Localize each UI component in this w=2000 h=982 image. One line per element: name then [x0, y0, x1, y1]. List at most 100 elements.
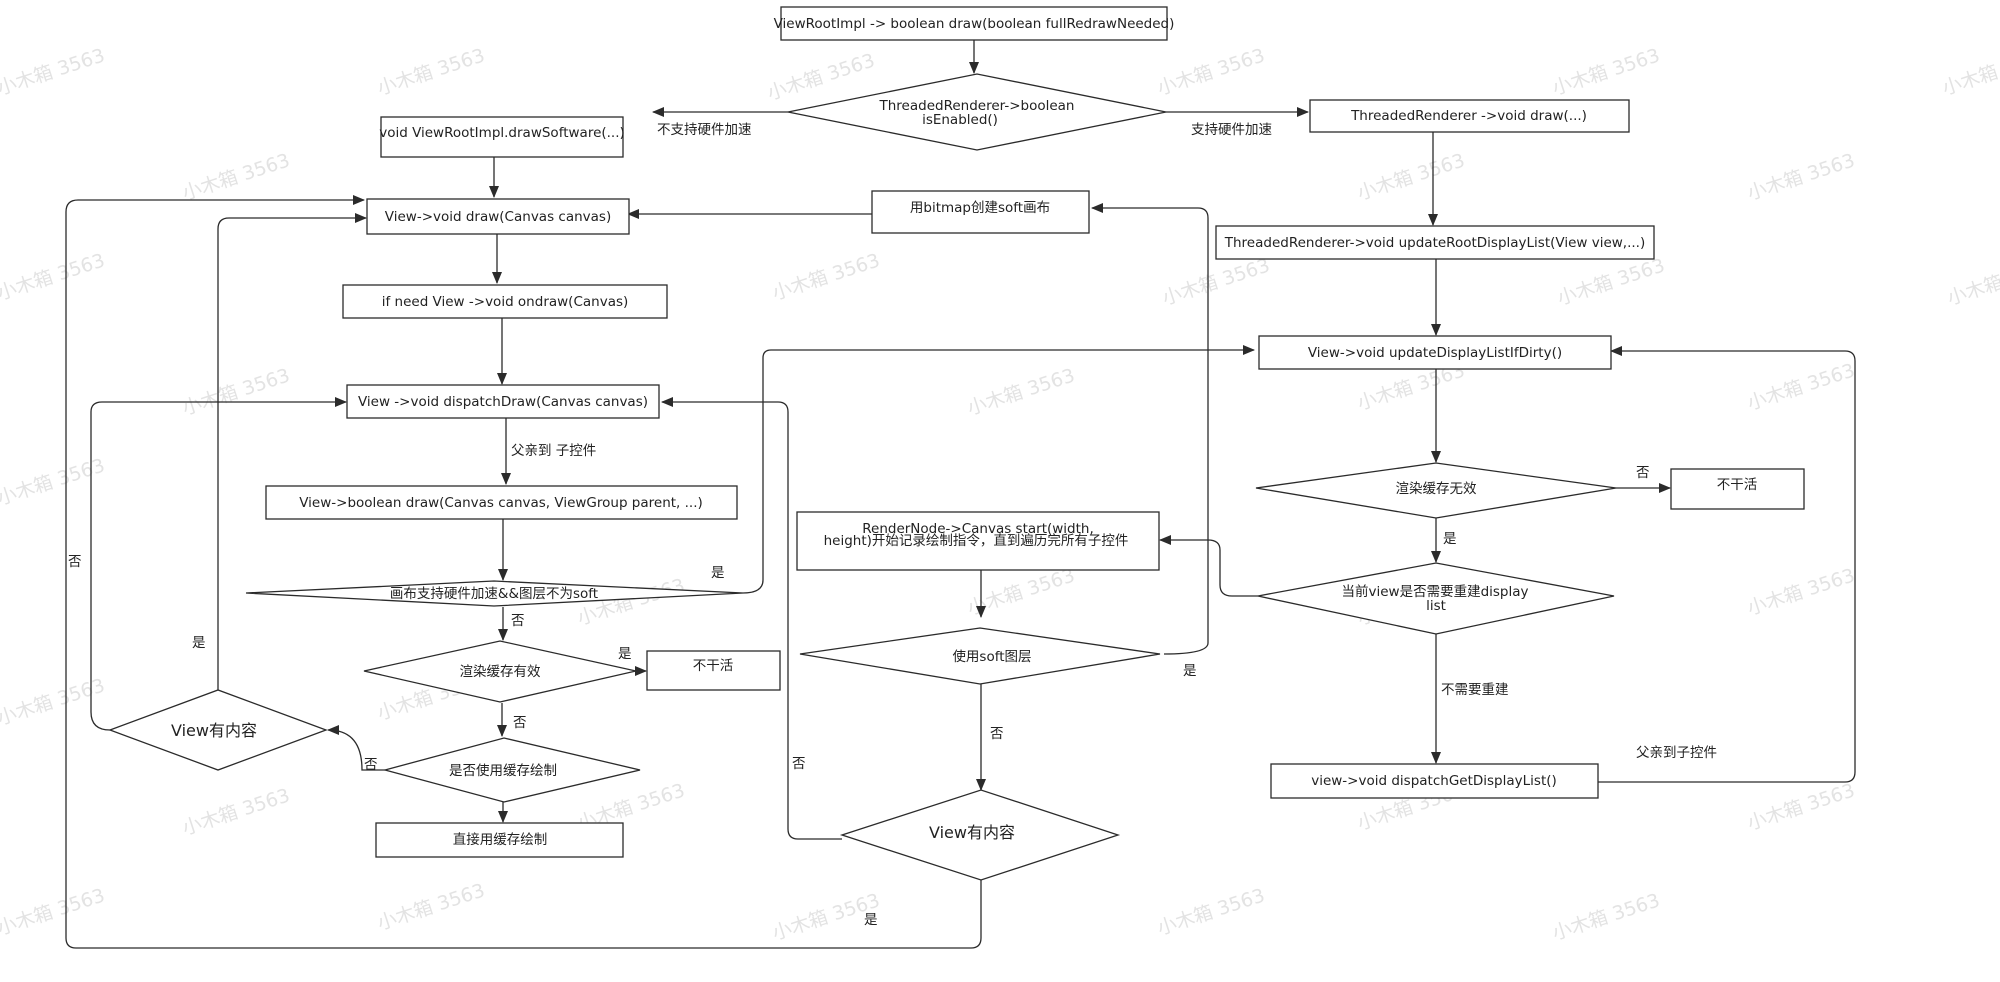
edge-label-parent-child-2: 父亲到子控件 — [1636, 745, 1717, 761]
node-direct-cache: 直接用缓存绘制 — [375, 822, 624, 858]
watermark: 小木箱 3563 — [1550, 44, 1663, 99]
node-dispatch-draw-label: View ->void dispatchDraw(Canvas canvas) — [358, 394, 648, 410]
node-dispatch-get: view->void dispatchGetDisplayList() — [1270, 763, 1599, 799]
node-canvas-hw: 画布支持硬件加速&&图层不为soft — [245, 580, 744, 607]
node-tr-enabled-label-2: isEnabled() — [922, 112, 998, 128]
watermark: 小木箱 3563 — [1945, 254, 2000, 309]
node-draw-software: void ViewRootImpl.drawSoftware(...) — [379, 116, 625, 158]
node-use-soft-label: 使用soft图层 — [952, 648, 1031, 665]
edge-content2-yes-to-viewdraw — [65, 195, 982, 949]
node-dispatch-get-box — [1270, 763, 1599, 799]
node-no-work-2-box — [1670, 468, 1805, 510]
node-tr-draw: ThreadedRenderer ->void draw(...) — [1309, 99, 1630, 133]
watermark: 小木箱 3563 — [1355, 149, 1468, 204]
edge-label-no-rebuild: 不需要重建 — [1441, 682, 1509, 698]
node-view-draw: View->void draw(Canvas canvas) — [366, 198, 630, 235]
node-no-work-1: 不干活 — [646, 650, 781, 691]
edge-label-no-hw: 不支持硬件加速 — [657, 122, 752, 138]
watermark: 小木箱 3563 — [1745, 359, 1858, 414]
node-view-content-2: View有内容 — [839, 789, 1121, 881]
edge-label-cache-valid-no: 否 — [513, 715, 527, 731]
node-update-dirty-label: View->void updateDisplayListIfDirty() — [1308, 345, 1562, 361]
edge-content-no-to-dispatch — [90, 397, 347, 731]
edge-label-hw-yes: 是 — [711, 565, 725, 581]
node-use-soft: 使用soft图层 — [799, 627, 1161, 685]
node-view-draw-label: View->void draw(Canvas canvas) — [385, 209, 611, 225]
node-draw-software-label: void ViewRootImpl.drawSoftware(...) — [379, 125, 625, 141]
edge-label-parent-child-1: 父亲到 子控件 — [511, 443, 596, 459]
node-render-start-label-2: height)开始记录绘制指令，直到遍历完所有子控件 — [824, 533, 1129, 549]
node-update-dirty: View->void updateDisplayListIfDirty() — [1258, 335, 1612, 370]
node-use-soft-diamond — [799, 627, 1161, 685]
node-no-work-2-label: 不干活 — [1717, 477, 1758, 493]
node-vri-draw: ViewRootImpl -> boolean draw(boolean ful… — [774, 6, 1174, 41]
node-ondraw-box — [342, 284, 668, 319]
node-no-work-1-label: 不干活 — [693, 658, 734, 674]
watermark: 小木箱 3563 — [0, 249, 107, 304]
node-bitmap-canvas: 用bitmap创建soft画布 — [871, 190, 1090, 234]
node-view-content-2-diamond — [839, 789, 1121, 881]
watermark: 小木箱 3563 — [180, 149, 293, 204]
node-cache-invalid: 渲染缓存无效 — [1255, 462, 1617, 519]
edge-label-hw-no: 否 — [511, 613, 525, 629]
edge-label-cache-valid-yes: 是 — [618, 646, 632, 662]
edge-label-content2-no: 否 — [792, 756, 806, 772]
node-bool-draw: View->boolean draw(Canvas canvas, ViewGr… — [265, 485, 738, 520]
edge-content2-no-to-dispatch — [661, 397, 842, 840]
watermark: 小木箱 3563 — [1155, 884, 1268, 939]
node-view-draw-box — [366, 198, 630, 235]
node-cache-valid-diamond — [363, 640, 637, 703]
edge-label-content1-yes: 是 — [192, 635, 206, 651]
node-tr-draw-label: ThreadedRenderer ->void draw(...) — [1350, 108, 1587, 124]
node-dispatch-draw: View ->void dispatchDraw(Canvas canvas) — [346, 384, 660, 419]
node-view-content-1-diamond — [108, 689, 328, 771]
watermark: 小木箱 3563 — [180, 784, 293, 839]
node-render-start-box — [796, 511, 1160, 571]
edge-label-use-cache-no: 否 — [364, 757, 378, 773]
node-tr-enabled: ThreadedRenderer->boolean isEnabled() — [787, 73, 1167, 151]
node-update-root: ThreadedRenderer->void updateRootDisplay… — [1215, 225, 1655, 260]
node-render-start-label-1: RenderNode->Canvas start(width, — [862, 521, 1094, 537]
node-use-cache-draw-diamond — [382, 737, 641, 803]
watermark: 小木箱 3563 — [765, 49, 878, 104]
watermark: 小木箱 3563 — [965, 364, 1078, 419]
edge-label-invalid-yes: 是 — [1443, 531, 1457, 547]
node-cache-invalid-label: 渲染缓存无效 — [1396, 481, 1477, 497]
watermark: 小木箱 3563 — [1745, 564, 1858, 619]
edge-usecache-to-content — [327, 725, 385, 771]
watermark: 小木箱 3563 — [375, 44, 488, 99]
edge-hw-yes-to-dirty — [742, 345, 1255, 594]
node-no-work-2: 不干活 — [1670, 468, 1805, 510]
watermark: 小木箱 3563 — [575, 574, 688, 629]
watermark: 小木箱 3563 — [180, 364, 293, 419]
node-need-rebuild-diamond — [1257, 562, 1615, 635]
node-dispatch-draw-box — [346, 384, 660, 419]
node-use-cache-draw-label: 是否使用缓存绘制 — [449, 762, 557, 779]
watermark: 小木箱 3563 — [1940, 44, 2000, 99]
node-view-content-2-label: View有内容 — [929, 823, 1015, 842]
node-cache-valid-label: 渲染缓存有效 — [460, 664, 541, 680]
node-no-work-1-box — [646, 650, 781, 691]
node-need-rebuild: 当前view是否需要重建display list — [1257, 562, 1615, 635]
node-ondraw-label: if need View ->void ondraw(Canvas) — [382, 294, 629, 310]
node-update-root-label: ThreadedRenderer->void updateRootDisplay… — [1224, 235, 1646, 251]
node-view-content-1-label: View有内容 — [171, 721, 257, 740]
node-direct-cache-box — [375, 822, 624, 858]
watermark: 小木箱 3563 — [1745, 149, 1858, 204]
node-cache-invalid-diamond — [1255, 462, 1617, 519]
watermark: 小木箱 3563 — [770, 249, 883, 304]
node-dispatch-get-label: view->void dispatchGetDisplayList() — [1311, 773, 1557, 789]
node-direct-cache-label: 直接用缓存绘制 — [453, 831, 548, 848]
watermark: 小木箱 3563 — [1745, 779, 1858, 834]
edge-label-hw: 支持硬件加速 — [1191, 122, 1272, 138]
node-bitmap-canvas-label: 用bitmap创建soft画布 — [910, 200, 1050, 216]
node-tr-enabled-diamond — [787, 73, 1167, 151]
edge-label-soft-no: 否 — [990, 726, 1004, 742]
node-cache-valid: 渲染缓存有效 — [363, 640, 637, 703]
watermark: 小木箱 3563 — [1550, 889, 1663, 944]
connectors — [65, 40, 1856, 949]
node-bitmap-canvas-box — [871, 190, 1090, 234]
watermark: 小木箱 3563 — [1160, 254, 1273, 309]
node-view-content-1: View有内容 — [108, 689, 328, 771]
